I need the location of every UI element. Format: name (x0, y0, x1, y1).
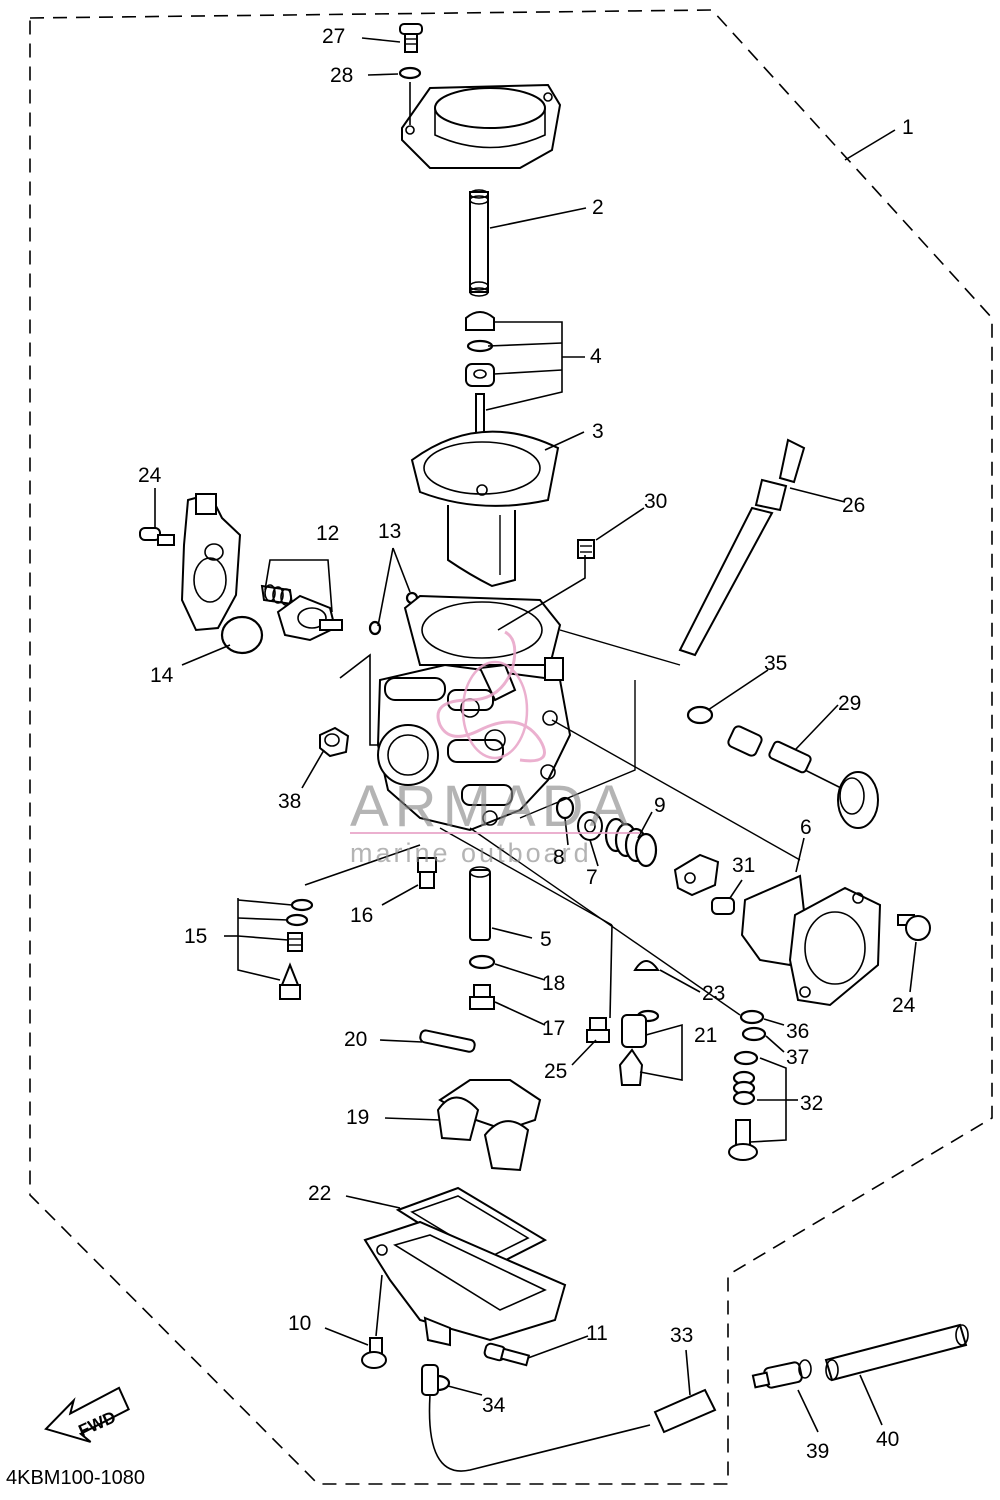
watermark-brand: ARMADA (350, 774, 634, 839)
needle-jet-5 (469, 866, 491, 941)
diaphragm-piston-3 (410, 430, 560, 588)
watermark-tagline: marine outboard (350, 838, 592, 868)
washer-35 (686, 705, 714, 725)
float-pin-20 (419, 1029, 476, 1053)
cap-38 (319, 726, 350, 758)
pilot-screw-set-15 (279, 898, 314, 1000)
callout-15: 15 (184, 925, 207, 948)
o-ring-14 (220, 615, 264, 655)
diagram-code: 4KBM100-1080 (6, 1467, 145, 1489)
callout-3: 3 (592, 420, 604, 443)
pump-cover (788, 886, 882, 1007)
screw-11 (483, 1342, 531, 1367)
carburetor-top-cover (401, 83, 562, 169)
callout-23: 23 (702, 982, 725, 1005)
screw-27 (399, 23, 423, 53)
jet-plug-30 (577, 539, 595, 559)
callout-12: 12 (316, 522, 339, 545)
callout-4: 4 (590, 345, 602, 368)
callout-13: 13 (378, 520, 401, 543)
callout-27: 27 (322, 25, 345, 48)
callout-25: 25 (544, 1060, 567, 1083)
joint-39 (751, 1359, 812, 1389)
screw-10 (361, 1337, 387, 1369)
callout-7: 7 (586, 866, 598, 889)
main-jet-17 (469, 984, 495, 1010)
callout-33: 33 (670, 1324, 693, 1347)
callout-18: 18 (542, 972, 565, 995)
callout-38: 38 (278, 790, 301, 813)
jet-25 (586, 1017, 610, 1043)
callout-9: 9 (654, 794, 666, 817)
float-bowl (363, 1220, 567, 1347)
callout-19: 19 (346, 1106, 369, 1129)
callout-36: 36 (786, 1020, 809, 1043)
callout-35: 35 (764, 652, 787, 675)
callout-24-right: 24 (892, 994, 916, 1017)
jet-16 (417, 857, 437, 889)
cap-23 (633, 960, 660, 971)
o-ring-36 (739, 1009, 765, 1025)
callout-1: 1 (902, 116, 914, 139)
starter-plunger-29 (727, 725, 879, 829)
tube-26 (678, 438, 806, 657)
callout-26: 26 (842, 494, 865, 517)
callout-2: 2 (592, 196, 604, 219)
spring-2 (469, 189, 489, 297)
washer-37 (741, 1026, 767, 1042)
callout-17: 17 (542, 1017, 565, 1040)
drain-screw-32 (728, 1050, 759, 1161)
callout-labels: 1 2 3 4 5 6 7 8 9 10 11 12 13 14 15 16 1… (138, 25, 916, 1463)
callout-28: 28 (330, 64, 353, 87)
callout-14: 14 (150, 664, 174, 687)
fwd-arrow-icon: FWD (44, 1386, 130, 1443)
drain-hose-33 (421, 1364, 717, 1472)
callout-30: 30 (644, 490, 667, 513)
callout-16: 16 (350, 904, 373, 927)
guide-lines (439, 629, 801, 1016)
callout-39: 39 (806, 1440, 829, 1463)
callout-20: 20 (344, 1028, 367, 1051)
callout-21: 21 (694, 1024, 717, 1047)
callout-37: 37 (786, 1046, 809, 1069)
screw-24-right (897, 914, 931, 941)
enricher-cover (180, 492, 242, 632)
callout-24-left: 24 (138, 464, 162, 487)
callout-5: 5 (540, 928, 552, 951)
callout-34: 34 (482, 1394, 506, 1417)
lever-31 (673, 853, 735, 915)
callout-22: 22 (308, 1182, 331, 1205)
armada-watermark: ARMADA marine outboard (350, 630, 640, 868)
hose-40 (824, 1323, 969, 1382)
needle-valve-21 (618, 1009, 660, 1086)
washer-18 (468, 954, 496, 970)
washer-28 (398, 66, 422, 80)
callout-6: 6 (800, 816, 812, 839)
callout-29: 29 (838, 692, 861, 715)
callout-40: 40 (876, 1428, 899, 1451)
float-19 (436, 1079, 542, 1172)
callout-31: 31 (732, 854, 755, 877)
callout-32: 32 (800, 1092, 823, 1115)
enricher-diaphragm-12 (276, 594, 343, 642)
enricher-spring-12 (260, 584, 294, 606)
screw-24-left (139, 527, 175, 546)
callout-8: 8 (553, 846, 565, 869)
callout-11: 11 (586, 1322, 608, 1345)
callout-10: 10 (288, 1312, 311, 1335)
leader-lines (154, 37, 917, 1433)
